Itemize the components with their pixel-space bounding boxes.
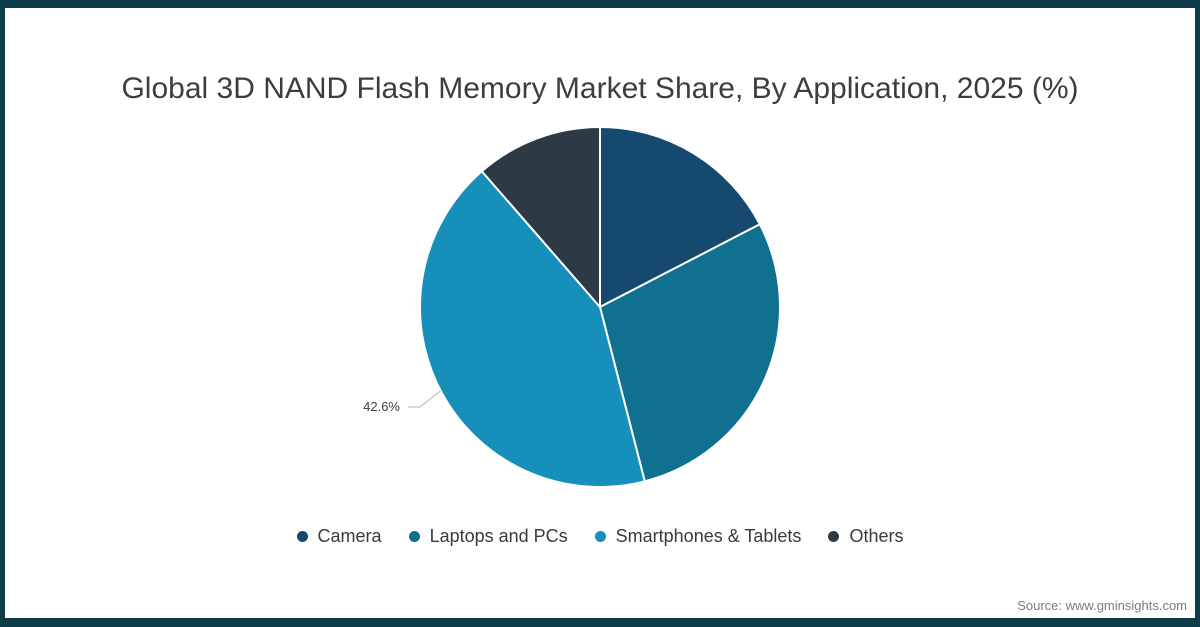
frame-right-bar — [1195, 0, 1200, 627]
legend-swatch-icon — [296, 531, 308, 542]
legend-swatch-icon — [594, 531, 606, 542]
frame-top-bar — [0, 0, 1200, 8]
source-attribution: Source: www.gminsights.com — [1017, 598, 1187, 613]
chart-title: Global 3D NAND Flash Memory Market Share… — [121, 72, 1079, 105]
pie-slice-laptops-and-pcs — [599, 223, 781, 483]
pie-slice-smartphones-tablets — [418, 170, 646, 488]
label-leader-line — [408, 390, 441, 408]
slice-value-label: 42.6% — [363, 399, 400, 414]
legend-swatch-icon — [408, 531, 420, 542]
legend-item-smartphones-tablets: Smartphones & Tablets — [594, 526, 802, 547]
frame-left-bar — [0, 0, 5, 627]
legend-item-laptops-and-pcs: Laptops and PCs — [408, 526, 568, 547]
legend: Camera Laptops and PCs Smartphones & Table… — [0, 526, 1200, 547]
legend-item-camera: Camera — [296, 526, 382, 547]
legend-label: Laptops and PCs — [429, 526, 568, 546]
legend-label: Smartphones & Tablets — [615, 526, 802, 546]
legend-item-others: Others — [828, 526, 903, 547]
pie-slice-others — [480, 126, 601, 308]
pie-slice-camera — [599, 126, 761, 308]
legend-label: Camera — [317, 526, 382, 546]
legend-swatch-icon — [828, 531, 840, 542]
frame-bottom-bar — [0, 618, 1200, 627]
legend-label: Others — [849, 526, 904, 546]
